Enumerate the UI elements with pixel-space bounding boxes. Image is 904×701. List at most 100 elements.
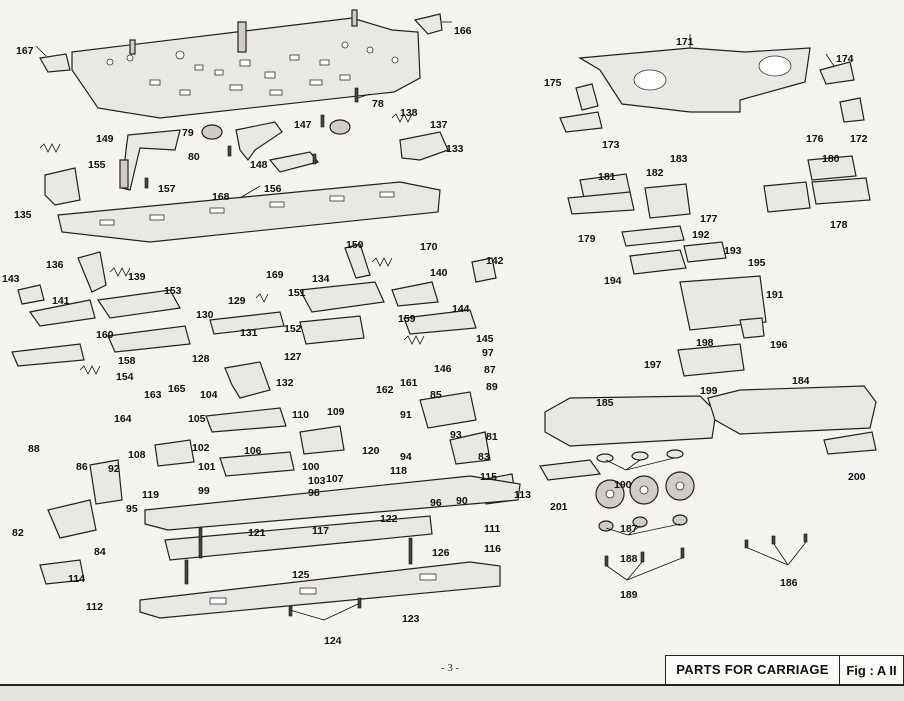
- part-143: [17, 284, 45, 305]
- figure-number: Fig : A II: [846, 662, 897, 678]
- part-193: [683, 241, 727, 263]
- part-label-98: 98: [308, 487, 320, 499]
- part-145-left: [11, 343, 85, 367]
- part-label-117: 117: [312, 525, 329, 537]
- washers-190: [596, 449, 684, 463]
- part-105: [205, 407, 287, 433]
- part-label-130: 130: [196, 309, 214, 321]
- part-117: [144, 475, 521, 531]
- part-label-139: 139: [128, 271, 146, 283]
- part-label-82: 82: [12, 527, 24, 539]
- part-label-106: 106: [244, 445, 262, 457]
- part-label-115: 115: [480, 471, 497, 483]
- part-label-107: 107: [326, 473, 344, 485]
- part-number-labels: 1661671711741751721761731837813813713314…: [2, 25, 868, 647]
- part-145-right: [403, 309, 477, 335]
- part-141: [28, 299, 96, 327]
- part-label-182: 182: [646, 167, 664, 179]
- part-label-169: 169: [266, 269, 284, 281]
- part-154: [107, 325, 191, 353]
- part-label-116: 116: [484, 543, 501, 555]
- part-152: [299, 315, 365, 345]
- part-192: [621, 225, 685, 247]
- part-167: [39, 53, 71, 73]
- part-label-171: 171: [676, 36, 694, 48]
- part-label-149: 149: [96, 133, 114, 145]
- part-200: [823, 431, 877, 455]
- part-151: [299, 281, 385, 313]
- part-label-79: 79: [182, 127, 194, 139]
- part-label-131: 131: [240, 327, 258, 339]
- part-label-94: 94: [400, 451, 412, 463]
- part-label-89: 89: [486, 381, 498, 393]
- nuts-188: [598, 514, 688, 532]
- part-103: [219, 451, 295, 477]
- part-131: [209, 311, 285, 335]
- part-114: [39, 559, 85, 585]
- part-label-100: 100: [302, 461, 320, 473]
- part-label-162: 162: [376, 384, 394, 396]
- part-label-176: 176: [806, 133, 824, 145]
- part-153: [96, 289, 181, 319]
- part-91: [419, 391, 477, 429]
- part-label-122: 122: [380, 513, 398, 525]
- part-label-120: 120: [362, 445, 380, 457]
- part-194: [629, 249, 687, 275]
- part-label-110: 110: [292, 409, 309, 421]
- part-label-93: 93: [450, 429, 462, 441]
- part-label-178: 178: [830, 219, 848, 231]
- part-label-121: 121: [248, 527, 266, 539]
- part-149: [121, 129, 181, 191]
- diagram-title: PARTS FOR CARRIAGE: [666, 656, 840, 684]
- part-84: [47, 499, 97, 539]
- part-label-190: 190: [614, 479, 632, 491]
- part-label-136: 136: [46, 259, 64, 271]
- part-label-80: 80: [188, 151, 200, 163]
- part-label-103: 103: [308, 475, 326, 487]
- part-label-175: 175: [544, 77, 562, 89]
- part-label-101: 101: [198, 461, 216, 473]
- part-label-159: 159: [398, 313, 416, 325]
- part-label-189: 189: [620, 589, 638, 601]
- part-label-144: 144: [452, 303, 470, 315]
- part-107: [299, 425, 345, 455]
- part-label-137: 137: [430, 119, 448, 131]
- part-label-143: 143: [2, 273, 20, 285]
- part-168-carriage-frame: [57, 181, 441, 243]
- page-edge: [0, 686, 904, 701]
- part-166: [413, 13, 443, 35]
- part-label-133: 133: [446, 143, 464, 155]
- part-label-141: 141: [52, 295, 70, 307]
- part-label-180: 180: [822, 153, 840, 165]
- part-label-198: 198: [696, 337, 714, 349]
- part-123: [139, 561, 501, 619]
- part-label-160: 160: [96, 329, 114, 341]
- part-label-188: 188: [620, 553, 638, 565]
- part-191: [679, 275, 767, 331]
- part-79-a: [201, 124, 223, 140]
- part-label-151: 151: [288, 287, 306, 299]
- part-label-164: 164: [114, 413, 132, 425]
- title-block: PARTS FOR CARRIAGE Fig : A II: [665, 655, 904, 685]
- part-label-87: 87: [484, 364, 496, 376]
- top-plate-171-left: [71, 9, 421, 119]
- part-174: [819, 61, 855, 85]
- part-label-194: 194: [604, 275, 622, 287]
- part-label-92: 92: [108, 463, 120, 475]
- part-134: [344, 243, 371, 279]
- part-label-111: 111: [484, 523, 501, 535]
- part-label-81: 81: [486, 431, 498, 443]
- part-label-191: 191: [766, 289, 784, 301]
- part-label-196: 196: [770, 339, 788, 351]
- part-label-86: 86: [76, 461, 88, 473]
- part-label-172: 172: [850, 133, 868, 145]
- part-83: [449, 431, 491, 465]
- part-label-138: 138: [400, 107, 418, 119]
- part-label-127: 127: [284, 351, 302, 363]
- part-label-83: 83: [478, 451, 490, 463]
- part-label-167: 167: [16, 45, 34, 57]
- part-label-193: 193: [724, 245, 742, 257]
- part-label-95: 95: [126, 503, 138, 515]
- gears-187: [595, 471, 695, 509]
